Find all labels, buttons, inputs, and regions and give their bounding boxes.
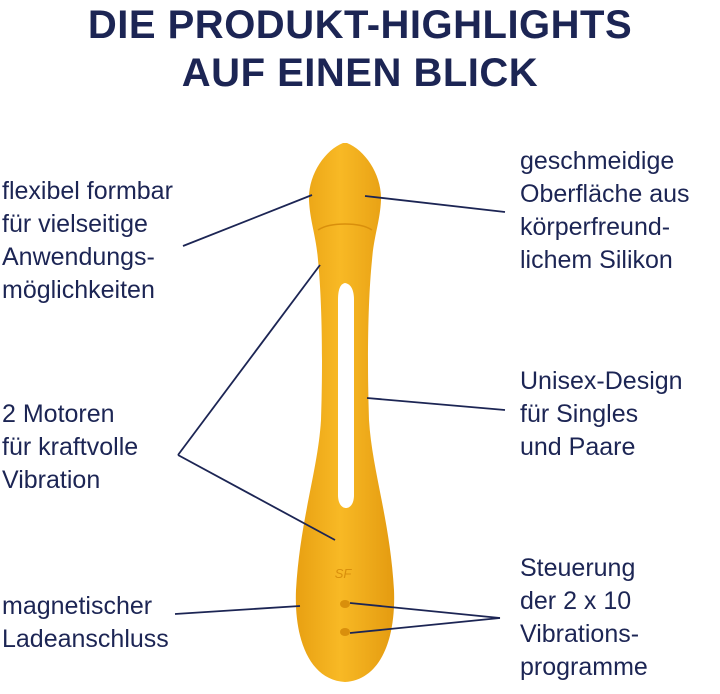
callout-line-charging (174, 605, 301, 615)
callout-line-control-lower (349, 617, 501, 634)
product-button-lower (340, 628, 350, 636)
callout-line-motors-upper (177, 264, 321, 456)
feature-control: Steuerung der 2 x 10 Vibrations- program… (520, 554, 648, 681)
feature-unisex: Unisex-Design für Singles und Paare (520, 367, 683, 461)
heading-line-2: AUF EINEN BLICK (181, 51, 539, 95)
callout-line-control-upper (349, 602, 501, 619)
feature-surface: geschmeidige Oberfläche aus körperfreund… (520, 147, 690, 274)
product-head-curve (317, 223, 373, 231)
feature-motors: 2 Motoren für kraftvolle Vibration (2, 400, 139, 494)
callout-line-surface (364, 195, 506, 213)
callout-line-flexible (182, 194, 313, 247)
product-logo: SF (335, 566, 353, 581)
heading-line-1: DIE PRODUKT-HIGHLIGHTS (87, 3, 633, 47)
product-button-upper (340, 600, 350, 608)
feature-flexible: flexibel formbar für vielseitige Anwendu… (2, 177, 173, 304)
product-slot (338, 283, 354, 508)
callout-line-unisex (366, 397, 506, 411)
feature-charging: magnetischer Ladeanschluss (2, 592, 169, 653)
callout-line-motors-lower (177, 454, 336, 541)
